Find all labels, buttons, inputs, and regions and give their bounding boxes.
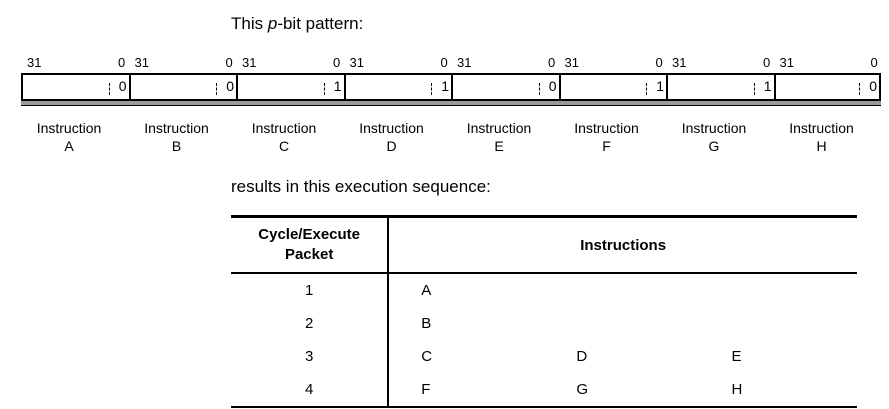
cycle-cell: 3 <box>231 340 390 373</box>
bit-31-label: 31 <box>779 55 794 70</box>
bit-divider <box>859 83 861 95</box>
bit-divider <box>646 83 648 95</box>
bit-divider <box>323 83 326 95</box>
bit-31-label: 31 <box>27 55 42 70</box>
p-bit-value: 1 <box>333 78 342 94</box>
cycle-cell: 2 <box>231 307 390 340</box>
bit-0-label: 0 <box>225 55 233 70</box>
instruction-cell: H <box>699 373 857 408</box>
p-bit-value: 1 <box>763 78 772 94</box>
intro-text: This p-bit pattern: <box>231 14 364 33</box>
instruction-cell: A <box>421 282 432 299</box>
bit-0-label: 0 <box>763 55 771 70</box>
instruction-cell: B <box>421 315 432 332</box>
instruction-cell: G <box>544 373 700 408</box>
bit-divider <box>538 83 541 95</box>
table-row: 3 C D E <box>231 340 857 373</box>
p-variable: p <box>267 14 278 33</box>
instruction-cell <box>699 307 857 340</box>
p-bit-value: 0 <box>548 78 557 94</box>
p-bit-value: 0 <box>226 78 234 94</box>
bit-0-label: 0 <box>548 55 556 70</box>
cycle-cell: 1 <box>231 273 390 307</box>
instruction-cell <box>699 273 857 307</box>
p-bit-value: 1 <box>441 78 449 94</box>
bit-0-label: 0 <box>655 55 663 70</box>
instruction-word: 0 <box>128 73 236 101</box>
p-bit-value: 1 <box>656 78 664 94</box>
instruction-cell <box>544 273 699 307</box>
bit-0-label: 0 <box>870 55 878 70</box>
instruction-cell: E <box>731 348 742 365</box>
instruction-word: 1 <box>558 73 666 101</box>
column-header-cycle: Cycle/Execute Packet <box>231 215 390 274</box>
instruction-word: 1 <box>666 73 774 101</box>
instruction-word: 0 <box>21 73 129 101</box>
bit-31-label: 31 <box>672 55 687 70</box>
bit-31-label: 31 <box>564 55 579 70</box>
bit-31-label: 31 <box>242 55 257 70</box>
bit-divider <box>108 83 111 95</box>
instruction-word: 0 <box>773 73 881 101</box>
bit-31-label: 31 <box>134 55 149 70</box>
bit-0-label: 0 <box>333 55 341 70</box>
bit-0-label: 0 <box>118 55 126 70</box>
p-bit-value: 0 <box>118 78 127 94</box>
instruction-word: 0 <box>451 73 559 101</box>
bit-divider <box>431 83 433 95</box>
cycle-cell: 4 <box>231 373 390 408</box>
bit-divider <box>753 83 756 95</box>
bit-31-label: 31 <box>349 55 364 70</box>
results-text: results in this execution sequence: <box>231 177 491 196</box>
packet-shadow-bar <box>21 101 881 106</box>
column-header-instructions: Instructions <box>388 215 857 274</box>
fetch-packet-words: 0 0 1 1 0 1 1 0 <box>21 73 881 113</box>
instruction-word: 1 <box>343 73 451 101</box>
instruction-cell <box>544 307 699 340</box>
bit-0-label: 0 <box>440 55 448 70</box>
instruction-cell: C <box>421 348 433 365</box>
instruction-word: 1 <box>236 73 344 101</box>
instruction-cell: F <box>388 373 545 408</box>
instruction-cell: D <box>576 348 588 365</box>
bit-31-label: 31 <box>457 55 472 70</box>
p-bit-value: 0 <box>869 78 877 94</box>
bit-divider <box>216 83 218 95</box>
